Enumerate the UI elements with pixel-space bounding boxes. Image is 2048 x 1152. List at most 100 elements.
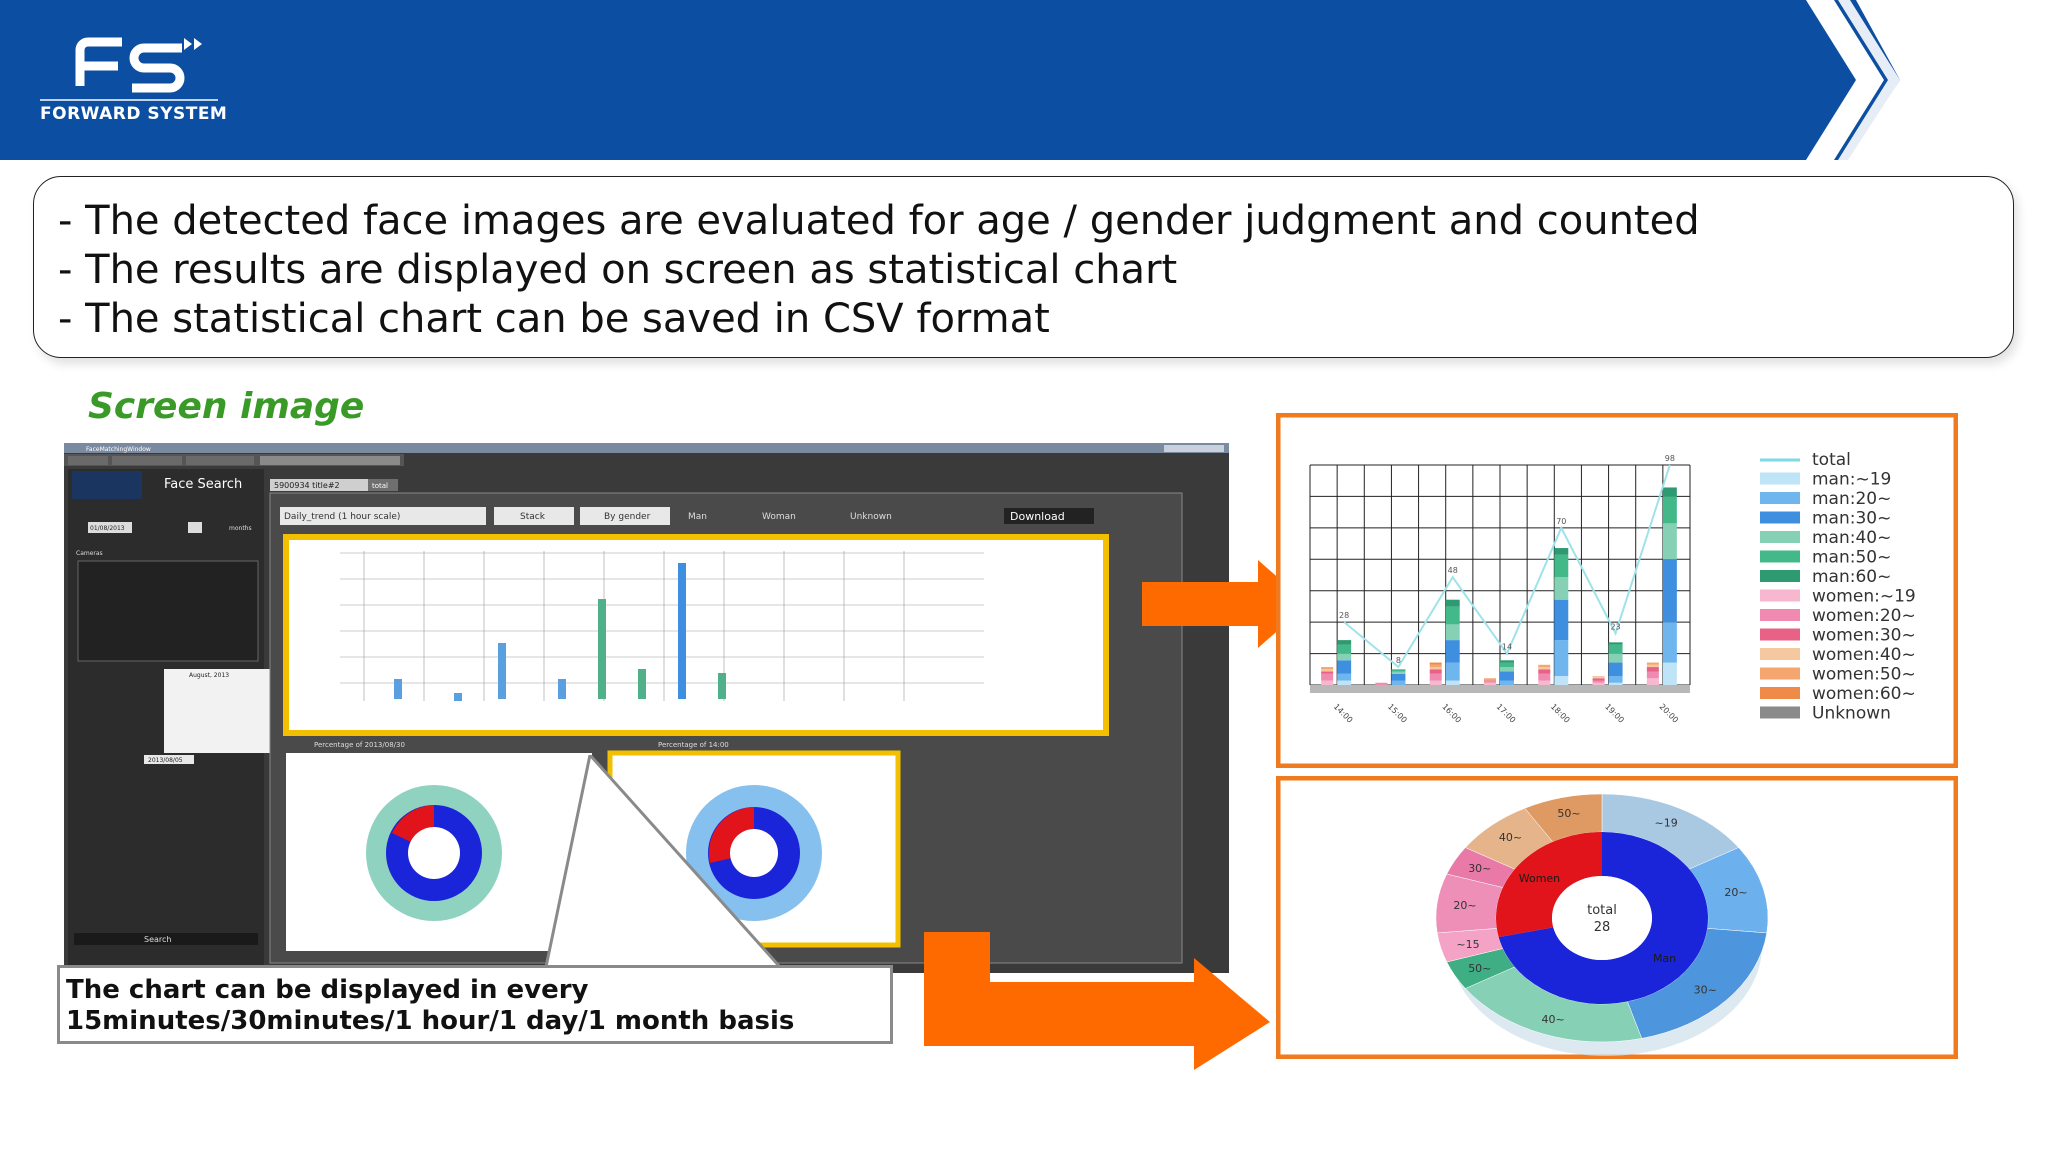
bar-segment [1375, 682, 1388, 685]
zoomed-donut-chart: total 28 ~1920~30~40~50~~1520~30~40~50~M… [1276, 776, 1958, 1059]
bar-segment [1646, 664, 1659, 668]
donut-inner-label: Women [1519, 872, 1560, 885]
legend-swatch [1760, 706, 1800, 719]
bar-segment [1592, 680, 1605, 683]
arrow-to-bar-chart [1142, 560, 1308, 648]
bullet-3: - The statistical chart can be saved in … [58, 296, 1050, 342]
trend-select-value: Daily_trend (1 hour scale) [284, 512, 400, 522]
tab-total[interactable] [368, 479, 398, 491]
donut-inner-ring [1496, 832, 1708, 1004]
legend-label: women:40~ [1812, 645, 1916, 665]
bar-segment [1500, 660, 1514, 663]
legend-swatch [1760, 589, 1800, 602]
top-tab-2[interactable] [112, 456, 182, 465]
donut-outer-label: 50~ [1468, 962, 1491, 975]
arrow-to-donut [924, 932, 1270, 1070]
donut-inner-slice [1496, 832, 1602, 938]
bar-segment [1662, 496, 1677, 524]
months-stepper[interactable] [188, 522, 202, 533]
filter-man[interactable]: Man [688, 512, 707, 522]
stack-button[interactable] [494, 507, 574, 525]
legend-label: man:30~ [1812, 509, 1891, 529]
bar-segment [1484, 682, 1496, 685]
caption-box: The chart can be displayed in every 15mi… [57, 965, 893, 1044]
bar-segment [1662, 523, 1677, 560]
legend-swatch [1760, 472, 1800, 485]
by-gender-button[interactable] [580, 507, 670, 525]
app-screenshot: FaceMatchingWindow Face Search 01/08/201… [64, 443, 1229, 973]
bar-segment [1500, 671, 1514, 681]
bar-segment [1391, 673, 1406, 681]
bar-segment [1445, 640, 1460, 663]
bar-segment [1608, 644, 1623, 654]
bar-value-label: 28 [1339, 611, 1349, 620]
bullet-2: - The results are displayed on screen as… [58, 247, 1178, 293]
bar-segment [1445, 606, 1460, 625]
bar-segment [1646, 678, 1659, 685]
legend-label: man:~19 [1812, 470, 1891, 490]
legend-swatch [1760, 667, 1800, 680]
legend-swatch [1760, 511, 1800, 524]
bar-segment [1554, 676, 1569, 685]
total-line [1343, 464, 1671, 669]
top-tab-1[interactable] [68, 456, 108, 465]
calendar-date-field[interactable] [144, 755, 194, 764]
donut-outer-label: 40~ [1541, 1013, 1564, 1026]
donut-center-total: total [1587, 903, 1617, 918]
date-input[interactable] [88, 522, 132, 533]
bar-segment [1321, 669, 1334, 672]
donut-outer-label: 50~ [1557, 807, 1580, 820]
donut-inner-slice [1498, 832, 1708, 1004]
legend-swatch [1760, 687, 1800, 699]
date-input-value: 01/08/2013 [90, 525, 125, 532]
legend-label: women:30~ [1812, 626, 1916, 646]
info-box: - The detected face images are evaluated… [33, 176, 2014, 358]
header-band [0, 0, 1900, 160]
donut-outer-label: 30~ [1694, 984, 1717, 997]
calendar-date-value: 2013/08/05 [148, 757, 183, 764]
trend-select[interactable] [280, 507, 486, 525]
bar-segment [1429, 667, 1442, 670]
window-title: FaceMatchingWindow [86, 446, 151, 453]
bar-segment [1321, 680, 1334, 685]
bar-segment [1554, 640, 1569, 677]
bar-value-label: 23 [1610, 622, 1620, 631]
legend-swatch [1760, 492, 1800, 504]
bar-segment [1484, 678, 1496, 681]
top-tab-3[interactable] [186, 456, 254, 465]
camera-tree[interactable] [77, 560, 259, 662]
legend-label: Unknown [1812, 704, 1891, 724]
top-tab-age-gender[interactable] [260, 456, 400, 465]
bar-segment [1646, 667, 1659, 672]
legend-swatch [1760, 550, 1800, 563]
search-button-label: Search [144, 935, 171, 944]
donut-outer-label: ~19 [1655, 816, 1678, 829]
bar-segment [1321, 671, 1334, 674]
filter-woman[interactable]: Woman [762, 512, 796, 522]
search-button[interactable] [74, 933, 258, 945]
bar-segment [1538, 673, 1551, 681]
filter-unknown[interactable]: Unknown [850, 512, 892, 522]
face-search-icon [72, 471, 142, 499]
bar-value-label: 8 [1396, 656, 1401, 665]
donut-outer-label: 30~ [1468, 862, 1491, 875]
donut-center-hole [1552, 876, 1652, 960]
download-button[interactable] [1004, 508, 1094, 524]
bar-segment [1429, 680, 1442, 685]
tab-camera[interactable] [270, 479, 386, 491]
bar-segment [1608, 676, 1623, 683]
bar-segment [1500, 662, 1514, 668]
bar-segment [1592, 676, 1605, 679]
legend-swatch [1760, 570, 1800, 582]
trend-chart-panel [283, 534, 1109, 736]
bar-segment [1429, 673, 1442, 681]
bar-value-label: 14 [1502, 643, 1512, 652]
tab-total-label: total [372, 482, 388, 490]
tab-camera-label: 5900934 title#2 [274, 481, 340, 490]
bar-segment [1608, 662, 1623, 677]
donut-center-value: 28 [1594, 920, 1611, 935]
bar-segment [1608, 653, 1623, 663]
